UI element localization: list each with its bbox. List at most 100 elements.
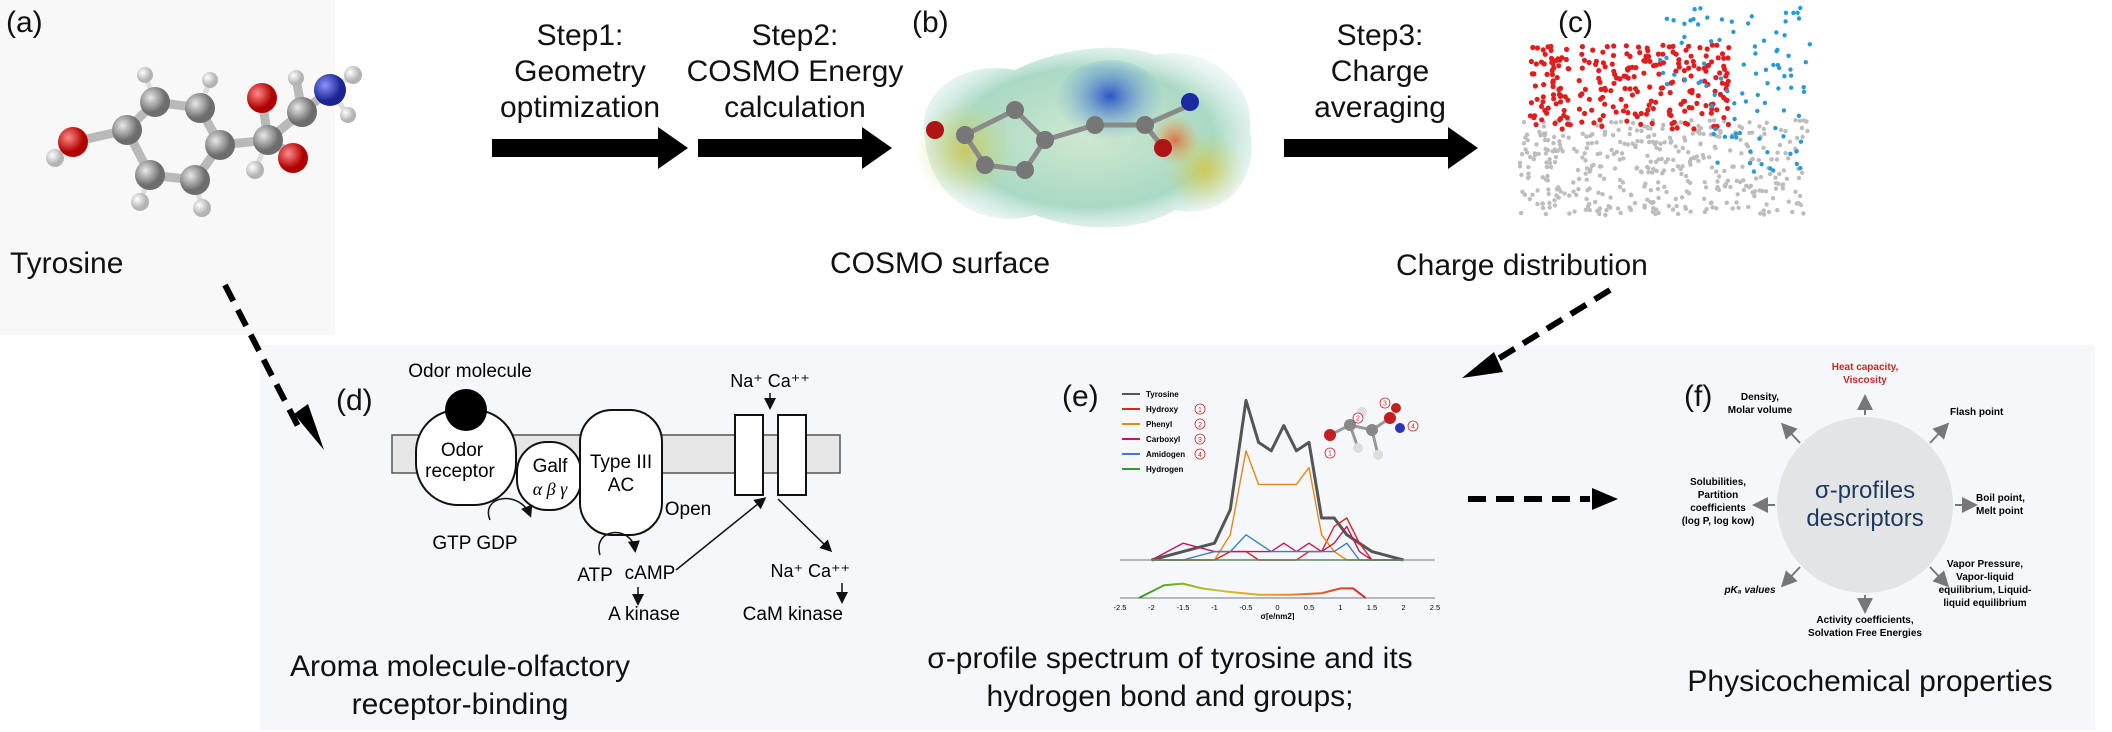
charge-point-neutral <box>1618 210 1623 216</box>
charge-point-neutral <box>1698 142 1703 147</box>
prop-boil-2: Melt point <box>1976 506 2024 517</box>
charge-point-positive <box>1774 30 1779 35</box>
charge-point-negative <box>1620 108 1627 114</box>
charge-point-neutral <box>1525 150 1530 155</box>
charge-point-negative <box>1676 60 1682 67</box>
step1-line3: optimization <box>499 91 661 124</box>
charge-point-positive <box>1781 108 1787 113</box>
charge-point-negative <box>1655 51 1661 57</box>
charge-point-negative <box>1725 55 1731 61</box>
charge-point-neutral <box>1645 126 1651 131</box>
charge-point-negative <box>1541 82 1547 88</box>
charge-point-neutral <box>1787 139 1793 144</box>
charge-point-neutral <box>1670 207 1676 212</box>
charge-point-neutral <box>1783 128 1788 134</box>
charge-point-neutral <box>1617 157 1622 162</box>
legend-badge-text: 2 <box>1198 422 1202 429</box>
charge-point-negative <box>1600 113 1606 119</box>
charge-point-negative <box>1538 59 1545 65</box>
charge-point-neutral <box>1535 188 1540 193</box>
charge-point-negative <box>1549 71 1555 78</box>
charge-point-neutral <box>1799 170 1805 175</box>
charge-point-negative <box>1532 83 1538 89</box>
charge-distribution-scatter <box>1517 5 1812 218</box>
charge-point-neutral <box>1584 166 1590 171</box>
charge-point-positive <box>1698 79 1703 84</box>
charge-point-negative <box>1556 86 1562 93</box>
charge-point-negative <box>1674 125 1680 131</box>
charge-point-negative <box>1611 68 1617 74</box>
charge-point-negative <box>1563 56 1569 63</box>
charge-point-neutral <box>1659 156 1664 162</box>
charge-point-negative <box>1682 120 1688 126</box>
charge-point-neutral <box>1635 139 1640 144</box>
charge-point-neutral <box>1621 188 1626 193</box>
charge-point-neutral <box>1741 187 1747 193</box>
charge-point-negative <box>1686 65 1692 71</box>
properties-diagram: σ-profiles descriptors Heat capacity, Vi… <box>1682 362 2032 639</box>
charge-point-neutral <box>1652 132 1657 138</box>
charge-point-neutral <box>1702 180 1707 185</box>
charge-point-neutral <box>1625 142 1631 147</box>
charge-point-neutral <box>1675 164 1681 169</box>
charge-point-neutral <box>1519 152 1525 157</box>
charge-point-neutral <box>1642 205 1647 210</box>
charge-point-negative <box>1611 80 1617 86</box>
charge-point-negative <box>1599 123 1605 129</box>
charge-point-neutral <box>1557 142 1563 147</box>
charge-point-neutral <box>1731 164 1736 169</box>
charge-point-negative <box>1717 91 1723 97</box>
charge-point-neutral <box>1634 128 1640 133</box>
charge-point-neutral <box>1571 189 1576 194</box>
charge-point-neutral <box>1661 168 1667 173</box>
charge-point-neutral <box>1551 134 1557 140</box>
charge-point-negative <box>1527 113 1533 119</box>
step1-text: Step1: Geometry optimization <box>480 18 680 126</box>
charge-point-negative <box>1696 66 1702 72</box>
charge-point-neutral <box>1667 135 1673 140</box>
charge-point-neutral <box>1583 207 1589 212</box>
charge-point-negative <box>1625 75 1631 81</box>
charge-point-neutral <box>1757 124 1762 129</box>
charge-point-neutral <box>1537 129 1542 135</box>
charge-point-neutral <box>1769 157 1774 162</box>
panel-e-label: (e) <box>1062 380 1099 413</box>
charge-point-positive <box>1773 125 1778 131</box>
charge-point-negative <box>1617 76 1623 82</box>
prop-vapor-3: equilibrium, Liquid- <box>1939 585 2032 596</box>
charge-point-positive <box>1732 116 1737 122</box>
charge-point-neutral <box>1608 205 1613 210</box>
charge-point-neutral <box>1528 154 1533 160</box>
charge-point-neutral <box>1639 139 1644 144</box>
galf-subunits-label: α β γ <box>533 479 568 499</box>
charge-point-neutral <box>1662 140 1667 145</box>
x-tick-label: 1 <box>1338 603 1342 612</box>
charge-point-neutral <box>1673 196 1678 202</box>
charge-point-positive <box>1765 81 1770 86</box>
charge-point-neutral <box>1575 167 1581 173</box>
charge-point-negative <box>1670 43 1676 50</box>
charge-point-negative <box>1582 86 1588 92</box>
charge-point-neutral <box>1658 141 1663 146</box>
type3-label-1: Type III <box>590 452 652 473</box>
charge-point-neutral <box>1574 149 1579 154</box>
charge-point-neutral <box>1583 171 1588 176</box>
charge-point-neutral <box>1587 186 1592 191</box>
charge-point-neutral <box>1793 118 1798 123</box>
charge-point-neutral <box>1584 145 1589 151</box>
charge-point-positive <box>1737 130 1743 136</box>
legend-badge <box>1194 418 1206 430</box>
charge-point-negative <box>1645 107 1651 113</box>
charge-point-neutral <box>1556 195 1561 200</box>
charge-point-negative <box>1590 47 1596 53</box>
charge-point-neutral <box>1799 125 1805 131</box>
charge-point-neutral <box>1543 211 1549 217</box>
charge-point-neutral <box>1683 206 1689 211</box>
charge-point-negative <box>1643 53 1649 59</box>
charge-point-negative <box>1686 43 1692 49</box>
step3-line1: Step3: <box>1336 19 1424 52</box>
charge-point-neutral <box>1716 174 1722 179</box>
charge-point-neutral <box>1665 157 1671 162</box>
charge-point-neutral <box>1651 166 1656 172</box>
charge-point-positive <box>1803 60 1808 65</box>
